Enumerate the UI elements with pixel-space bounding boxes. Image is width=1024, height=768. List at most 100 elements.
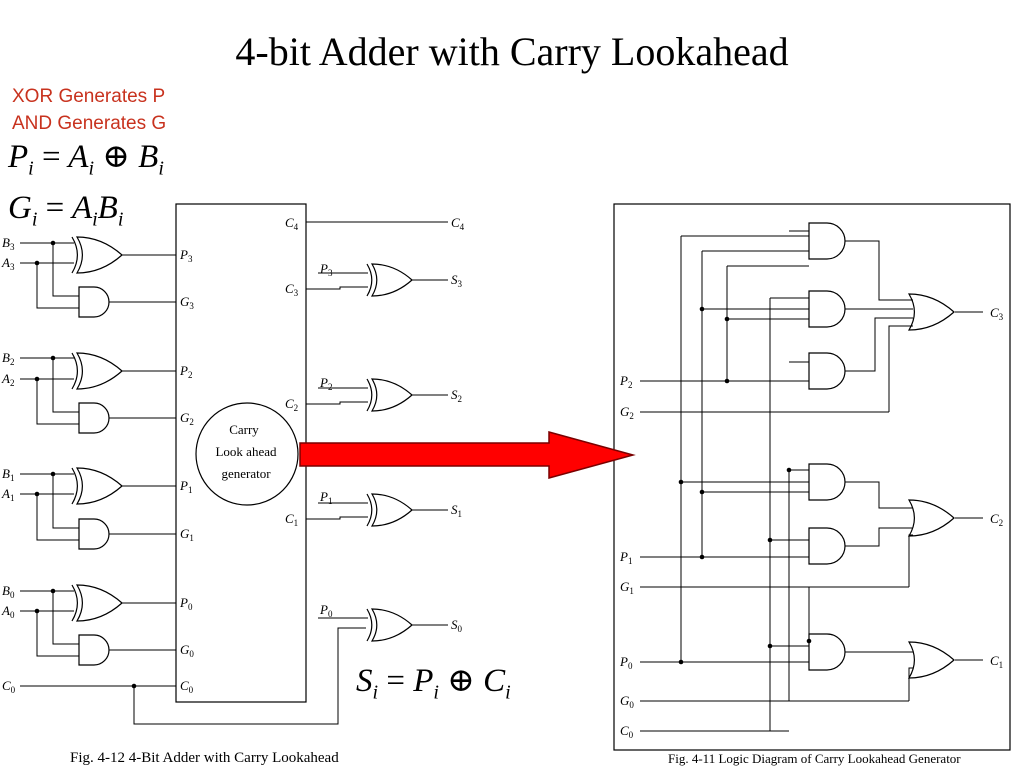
- junction-dot: [678, 659, 684, 665]
- label-a0-subscript: 0: [10, 610, 15, 620]
- xor-gate-s0: [370, 608, 413, 642]
- block-label-c3: C3: [285, 281, 299, 298]
- logic-input-label-p1: P1: [619, 549, 632, 566]
- block-label-c0-subscript: 0: [189, 685, 194, 695]
- label-a3: A3: [1, 255, 15, 272]
- block-label-p3: P3: [179, 247, 193, 264]
- xor-gate-s2-back-curve: [366, 378, 373, 412]
- junction-dot: [34, 260, 40, 266]
- junction-dot: [786, 467, 792, 473]
- label-a1: A1: [1, 486, 14, 503]
- label-c4-output: C4: [451, 215, 465, 232]
- label-s0: S0: [451, 617, 463, 634]
- wire-b3-to-and: [52, 243, 79, 297]
- junction-dot: [34, 376, 40, 382]
- note-and-generates-g: AND Generates G: [12, 113, 167, 134]
- caption-left: Fig. 4-12 4-Bit Adder with Carry Lookahe…: [70, 750, 339, 766]
- or-gate-c2: [907, 499, 955, 537]
- block-label-p3-subscript: 3: [188, 254, 193, 264]
- logic-input-label-c0: C0: [620, 723, 634, 740]
- or-gate-c1: [907, 641, 955, 679]
- label-s3: S3: [451, 272, 463, 289]
- caption-right: Fig. 4-11 Logic Diagram of Carry Lookahe…: [668, 751, 961, 766]
- and-gate-c2-a: [808, 463, 846, 501]
- label-s2: S2: [451, 387, 462, 404]
- wires: [20, 221, 983, 732]
- wire: [908, 534, 913, 587]
- block-label-c4: C4: [285, 215, 299, 232]
- label-b0-subscript: 0: [10, 590, 15, 600]
- block-label-g1-subscript: 1: [189, 533, 194, 543]
- label-a0: A0: [1, 603, 15, 620]
- block-label-c2-subscript: 2: [294, 403, 299, 413]
- label-b3: B3: [2, 235, 15, 252]
- wire-c3-to-sum: [306, 286, 368, 290]
- carry-lookahead-logic-frame: [613, 203, 1011, 751]
- wire-c2-to-sum: [306, 401, 368, 405]
- sum-input-label-p0-subscript: 0: [328, 609, 333, 619]
- block-label-g1: G1: [180, 526, 194, 543]
- and-gate-g3: [78, 286, 110, 318]
- xor-gate-s1-back-curve: [366, 493, 373, 527]
- wire-b0-to-and: [52, 591, 79, 645]
- wire-b2-to-and: [52, 358, 79, 413]
- label-b1-subscript: 1: [10, 473, 15, 483]
- junction-dot: [724, 378, 730, 384]
- junction-dot: [131, 683, 137, 689]
- generator-label-line3: generator: [221, 466, 271, 481]
- xor-gate-s2: [370, 378, 413, 412]
- xor-gate-p2-back-curve: [71, 352, 78, 390]
- sum-input-label-p1-subscript: 1: [328, 496, 333, 506]
- wire: [845, 527, 913, 547]
- junction-dot: [699, 306, 705, 312]
- xor-gate-p0: [75, 584, 123, 622]
- block-label-c0: C0: [180, 678, 194, 695]
- junction-dot: [34, 608, 40, 614]
- slide-title: 4-bit Adder with Carry Lookahead: [235, 29, 789, 74]
- block-label-c2: C2: [285, 396, 298, 413]
- carry-lookahead-generator-circle: [195, 402, 299, 506]
- block-label-p2: P2: [179, 363, 192, 380]
- logic-input-label-g2: G2: [620, 404, 634, 421]
- block-label-c1-subscript: 1: [294, 518, 299, 528]
- logic-input-label-p1-subscript: 1: [628, 556, 633, 566]
- generator-label-line2: Look ahead: [215, 444, 277, 459]
- logic-input-label-g0: G0: [620, 693, 634, 710]
- logic-input-label-p2: P2: [619, 373, 632, 390]
- wire: [908, 667, 913, 701]
- wire-a0-to-and: [36, 611, 79, 657]
- wire: [888, 325, 913, 412]
- junction-dot: [699, 554, 705, 560]
- note-xor-generates-p: XOR Generates P: [12, 86, 166, 107]
- junction-dot: [50, 355, 56, 361]
- logic-input-label-p0: P0: [619, 654, 633, 671]
- logic-output-label-c1-subscript: 1: [999, 660, 1004, 670]
- wire-c1-to-sum: [306, 516, 368, 520]
- sum-input-label-p3-subscript: 3: [328, 268, 333, 278]
- junction-dot: [50, 471, 56, 477]
- label-b0: B0: [2, 583, 15, 600]
- junction-dot: [50, 588, 56, 594]
- label-b2-subscript: 2: [10, 357, 15, 367]
- logic-output-label-c1: C1: [990, 653, 1003, 670]
- xor-gate-s1: [370, 493, 413, 527]
- logic-input-label-p0-subscript: 0: [628, 661, 633, 671]
- sum-input-label-p3: P3: [319, 261, 333, 278]
- block-label-p2-subscript: 2: [188, 370, 193, 380]
- logic-output-label-c2: C2: [990, 511, 1003, 528]
- xor-gate-p3: [75, 236, 123, 274]
- label-b2: B2: [2, 350, 14, 367]
- sum-input-label-p2: P2: [319, 375, 332, 392]
- logic-input-label-c0-subscript: 0: [629, 730, 634, 740]
- block-label-c3-subscript: 3: [294, 288, 299, 298]
- logic-input-label-g1: G1: [620, 579, 634, 596]
- sum-input-label-p1: P1: [319, 489, 332, 506]
- xor-gate-p0-back-curve: [71, 584, 78, 622]
- junction-dot: [767, 537, 773, 543]
- gates: [71, 222, 955, 679]
- xor-gate-s0-back-curve: [366, 608, 373, 642]
- equation-p: Pi = Ai ⊕ Bi: [8, 139, 164, 180]
- block-label-g2: G2: [180, 410, 194, 427]
- generator-label-line1: Carry: [229, 422, 259, 437]
